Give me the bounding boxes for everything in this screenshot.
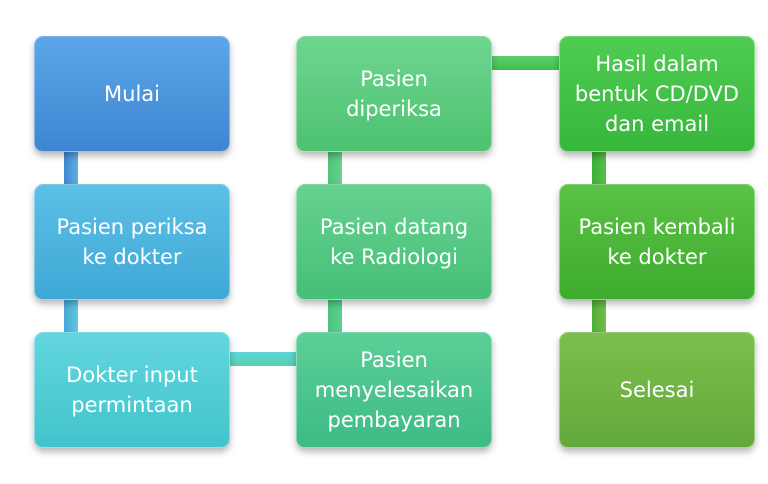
step-pasien-periksa-ke-dokter: Pasien periksa ke dokter: [34, 184, 230, 300]
connector-kembali-to-selesai: [592, 296, 606, 336]
step-pasien-menyelesaikan-pembayaran: Pasien menyelesaikan pembayaran: [296, 332, 492, 448]
step-mulai: Mulai: [34, 36, 230, 152]
connector-pembayaran-to-radiologi: [328, 296, 342, 336]
step-pasien-diperiksa: Pasien diperiksa: [296, 36, 492, 152]
step-pasien-kembali-ke-dokter: Pasien kembali ke dokter: [559, 184, 755, 300]
connector-hasil-to-kembali: [592, 148, 606, 188]
step-selesai: Selesai: [559, 332, 755, 448]
connector-periksa-to-input: [64, 296, 78, 336]
step-hasil-cd-dvd-email: Hasil dalam bentuk CD/DVD dan email: [559, 36, 755, 152]
connector-diperiksa-to-hasil: [488, 56, 563, 70]
connector-mulai-to-periksa: [64, 148, 78, 188]
connector-input-to-pembayaran: [226, 352, 300, 366]
step-pasien-datang-ke-radiologi: Pasien datang ke Radiologi: [296, 184, 492, 300]
step-dokter-input-permintaan: Dokter input permintaan: [34, 332, 230, 448]
connector-radiologi-to-diperiksa: [328, 148, 342, 188]
